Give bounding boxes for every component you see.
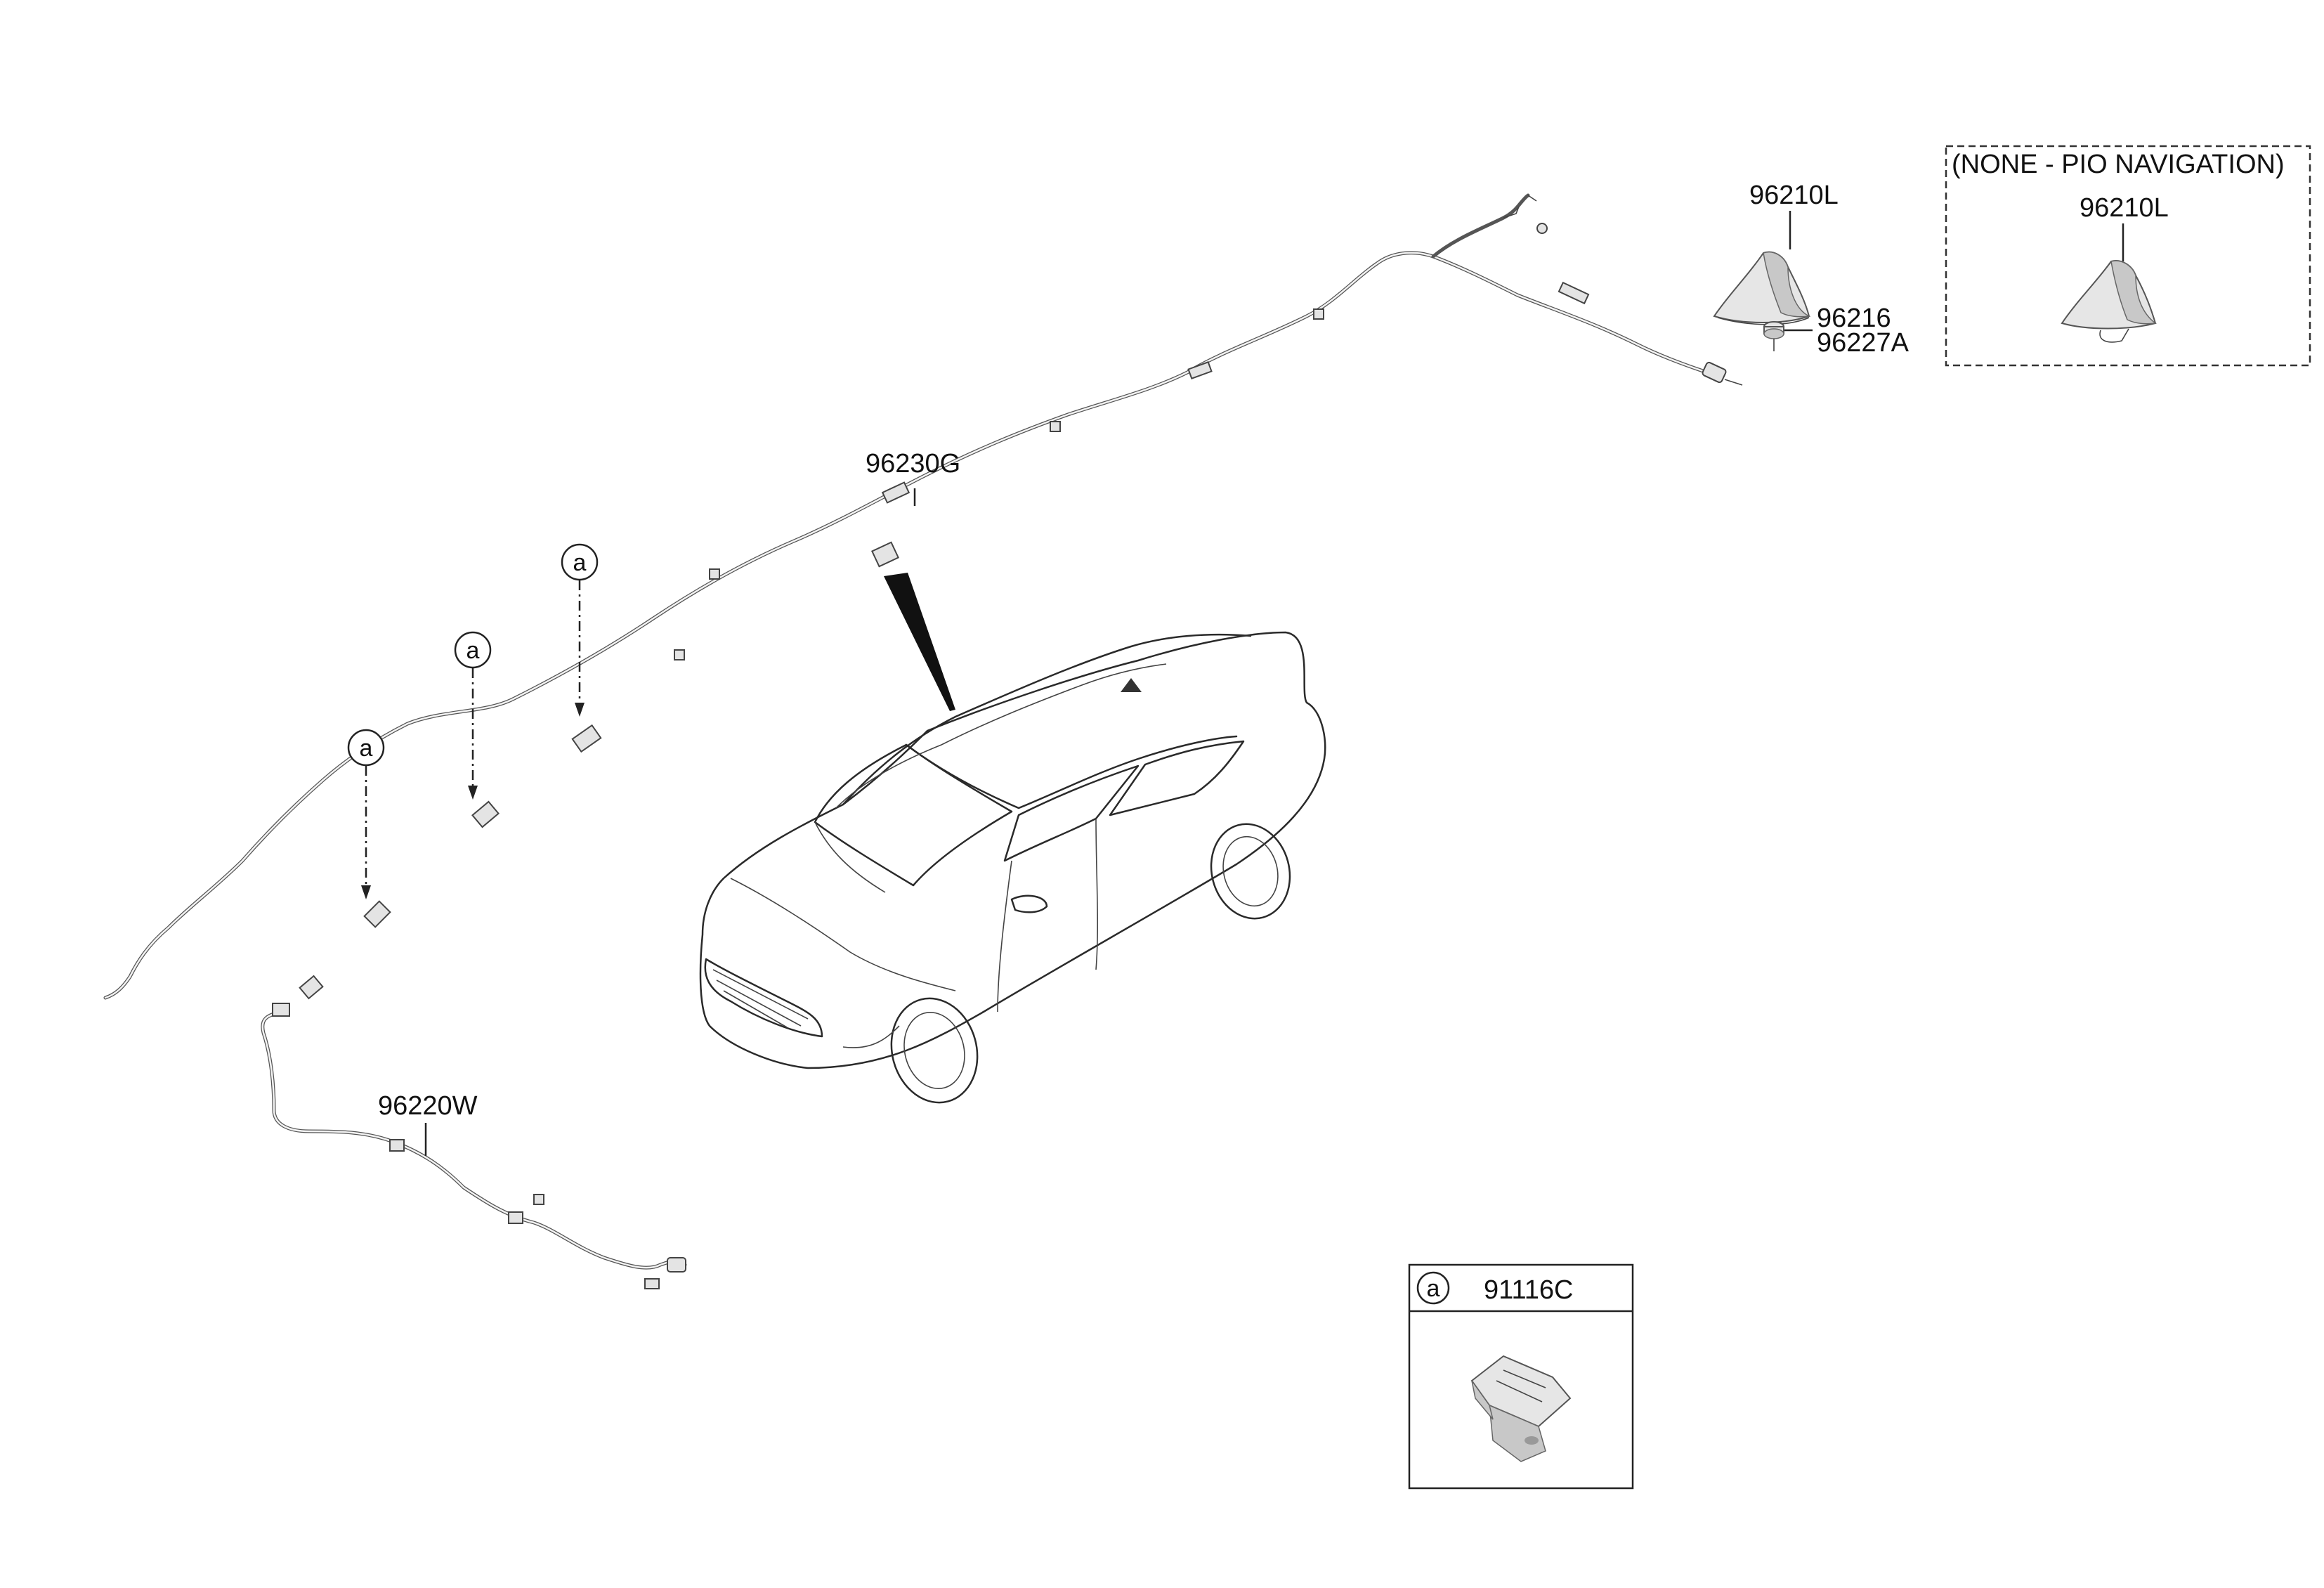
shark-fin-antenna — [1713, 251, 1811, 325]
legend-part-number: 91116C — [1484, 1275, 1573, 1305]
shark-fin-antenna-alt — [2061, 260, 2157, 343]
callout-a-2: a — [454, 631, 492, 800]
alt-box-title: (NONE - PIO NAVIGATION) — [1952, 150, 2285, 179]
front-antenna-cable — [261, 1003, 687, 1289]
label-96210L-alt: 96210L — [2080, 193, 2169, 223]
label-96216: 96216 — [1817, 304, 1891, 333]
pointer-wedge — [884, 573, 955, 711]
legend-box: a 91116C — [1408, 1263, 1634, 1490]
svg-text:a: a — [573, 549, 587, 576]
vehicle-illustration — [699, 631, 1326, 1104]
svg-text:a: a — [466, 637, 480, 664]
alt-option-box: (NONE - PIO NAVIGATION) 96210L — [1945, 145, 2311, 367]
roof-antenna-cable — [103, 193, 1743, 1000]
svg-text:a: a — [360, 735, 373, 762]
label-96230G: 96230G — [866, 449, 960, 479]
antenna-nut — [1763, 321, 1784, 351]
legend-ref-letter: a — [1427, 1275, 1440, 1302]
callout-a-1: a — [561, 543, 599, 717]
label-96227A: 96227A — [1817, 328, 1910, 358]
callout-a-3: a — [347, 729, 385, 899]
clip-part-illustration — [1470, 1355, 1572, 1462]
label-96220W: 96220W — [378, 1091, 478, 1121]
label-96210L: 96210L — [1749, 181, 1839, 210]
